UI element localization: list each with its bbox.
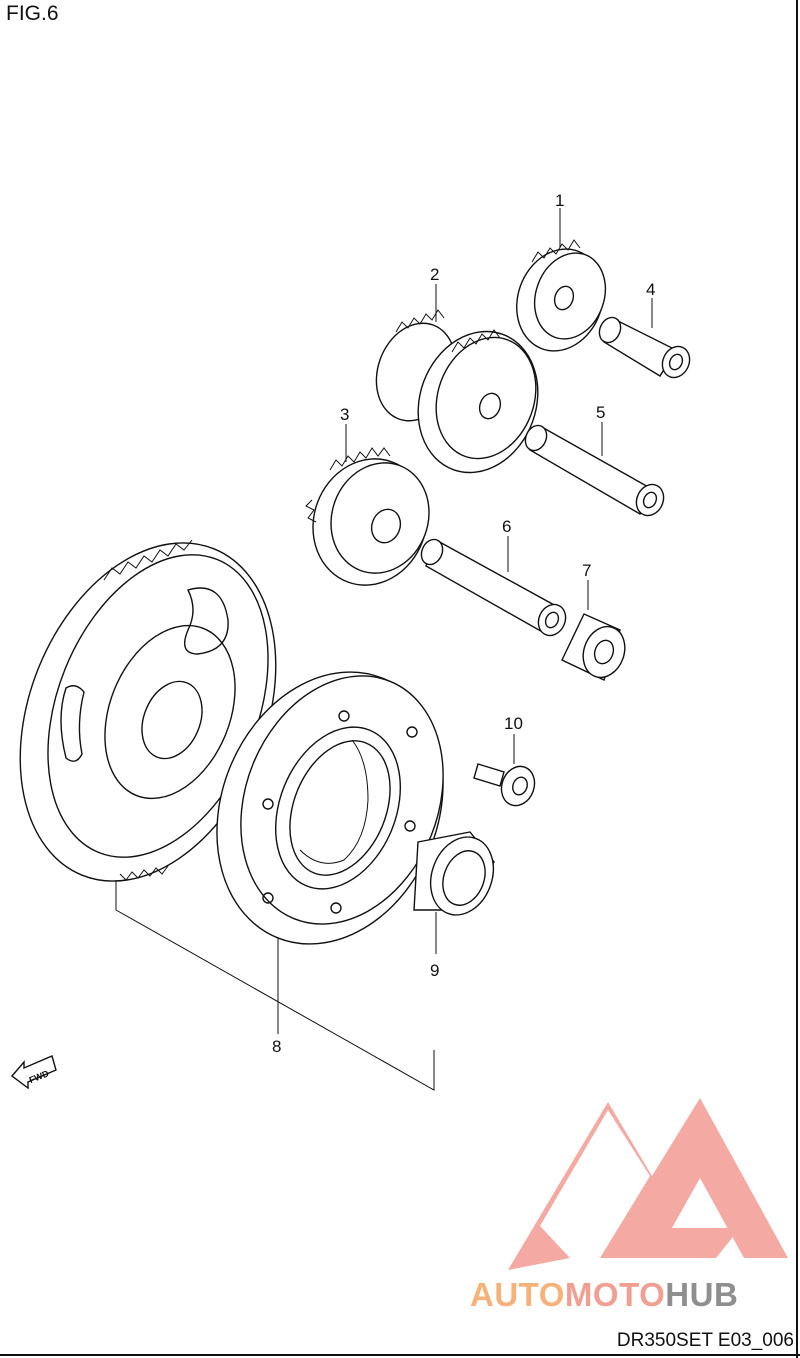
callout-6: 6 — [502, 517, 511, 536]
callout-4: 4 — [646, 280, 655, 299]
callout-7: 7 — [582, 561, 591, 580]
fwd-arrow-icon: FWD — [10, 1055, 57, 1090]
callout-8: 8 — [272, 1037, 281, 1056]
pin-part-4 — [598, 316, 691, 379]
pin-part-6 — [420, 538, 567, 637]
watermark-brand: AUTOMOTOHUB — [470, 1276, 739, 1313]
callout-3: 3 — [340, 405, 349, 424]
watermark-logo-icon — [508, 1098, 788, 1270]
figure-title: FIG.6 — [6, 2, 59, 25]
callout-9: 9 — [430, 961, 439, 980]
drawing-code: DR350SET E03_006 — [616, 1330, 794, 1351]
callout-5: 5 — [596, 403, 605, 422]
gear-part-1 — [516, 239, 607, 352]
bolt-part-10 — [473, 763, 536, 807]
gear-part-2 — [375, 309, 539, 474]
pin-part-5 — [524, 424, 665, 517]
callout-10: 10 — [504, 714, 523, 733]
gear-part-3 — [305, 447, 430, 586]
starter-clutch-gear-part-8 — [19, 539, 444, 945]
bearing-part-9 — [413, 831, 495, 916]
bushing-part-7 — [561, 613, 626, 681]
callout-2: 2 — [430, 265, 439, 284]
callout-1: 1 — [555, 191, 564, 210]
